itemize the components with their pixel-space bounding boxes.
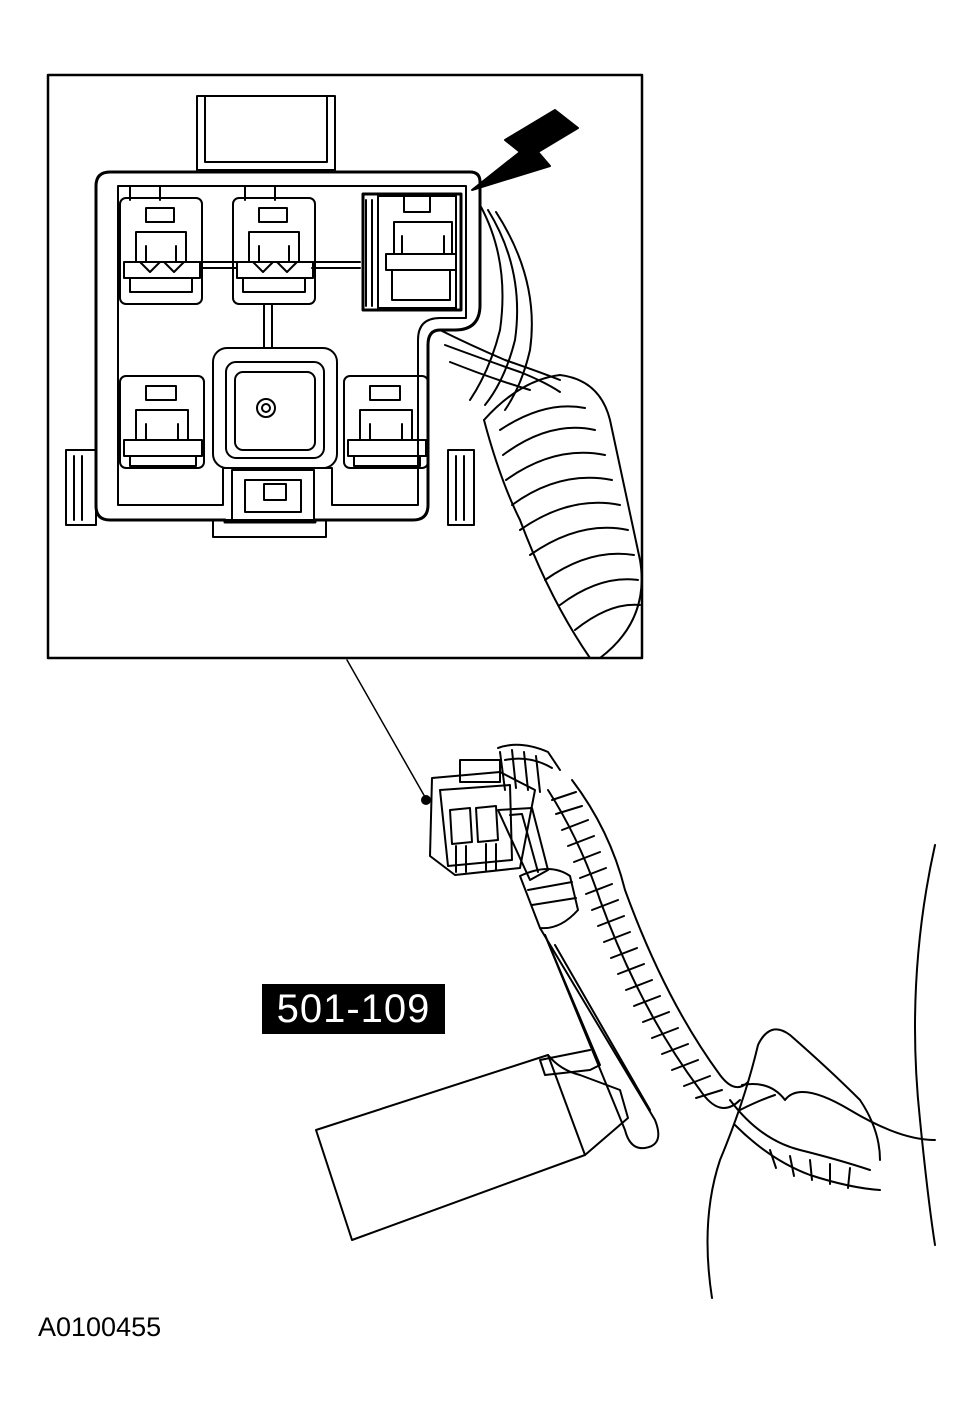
relay-socket-top-middle	[232, 197, 316, 305]
probe-tool	[315, 807, 660, 1241]
wiring-conduit	[547, 779, 881, 1191]
relay-socket-top-right	[361, 192, 463, 312]
relay-socket-bottom-left	[119, 375, 205, 469]
vehicle-body	[706, 844, 936, 1299]
locator-arrow	[471, 109, 579, 191]
tool-number-label: 501-109	[262, 984, 445, 1034]
harness-connector	[429, 743, 561, 876]
harness-detail	[439, 204, 643, 659]
inset-frame	[46, 73, 644, 660]
figure-id: A0100455	[38, 1312, 162, 1342]
relay-socket-top-left	[119, 197, 203, 305]
relay-box	[65, 95, 482, 538]
fuse-cavity	[212, 347, 338, 469]
relay-socket-bottom-right	[343, 375, 429, 469]
inset-leader-line	[346, 659, 426, 798]
